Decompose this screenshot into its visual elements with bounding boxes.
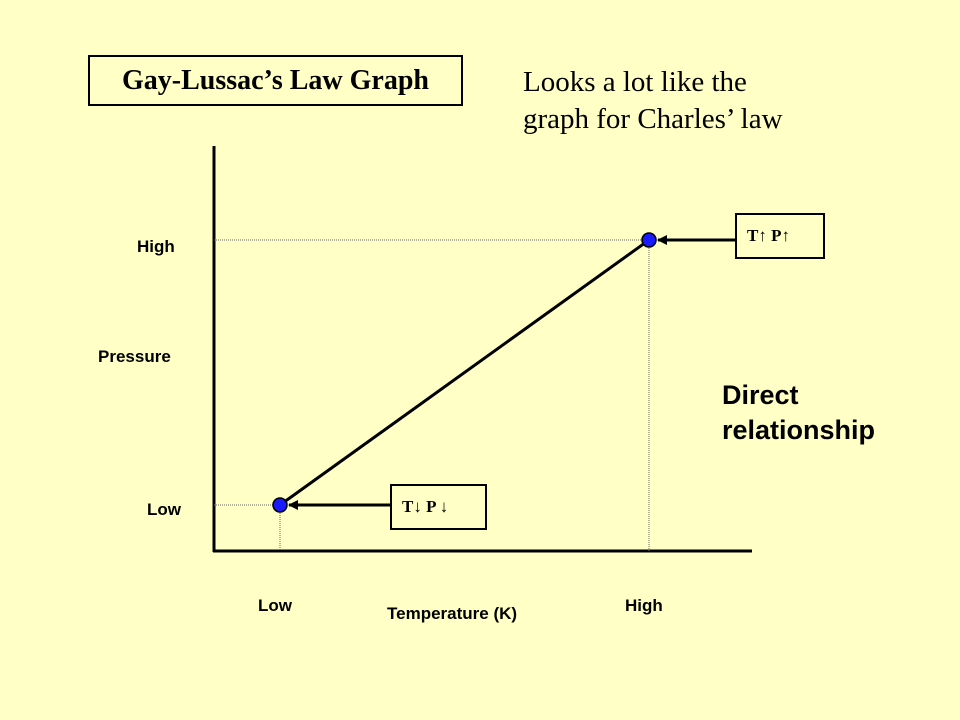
low-point (272, 497, 288, 513)
y-low-label: Low (147, 500, 181, 519)
relationship-label: Direct relationship (722, 378, 875, 448)
x-low-label: Low (258, 596, 292, 615)
low-point-label: T↓ P ↓ (390, 484, 487, 530)
y-high-label: High (137, 237, 175, 256)
x-axis-label: Temperature (K) (387, 604, 518, 623)
relationship-line-1: Direct (722, 380, 799, 410)
note-line-1: Looks a lot like the (523, 66, 747, 98)
graph-title: Gay-Lussac’s Law Graph (88, 55, 463, 106)
relationship-line-2: relationship (722, 415, 876, 445)
note-line-2: graph for Charles’ law (523, 103, 783, 135)
y-axis-label: Pressure (98, 347, 171, 366)
trend-line (279, 238, 650, 507)
x-high-label: High (625, 596, 663, 615)
comparison-note: Looks a lot like the graph for Charles’ … (523, 64, 783, 138)
high-point-label: T↑ P↑ (735, 213, 825, 259)
high-point (641, 232, 657, 248)
